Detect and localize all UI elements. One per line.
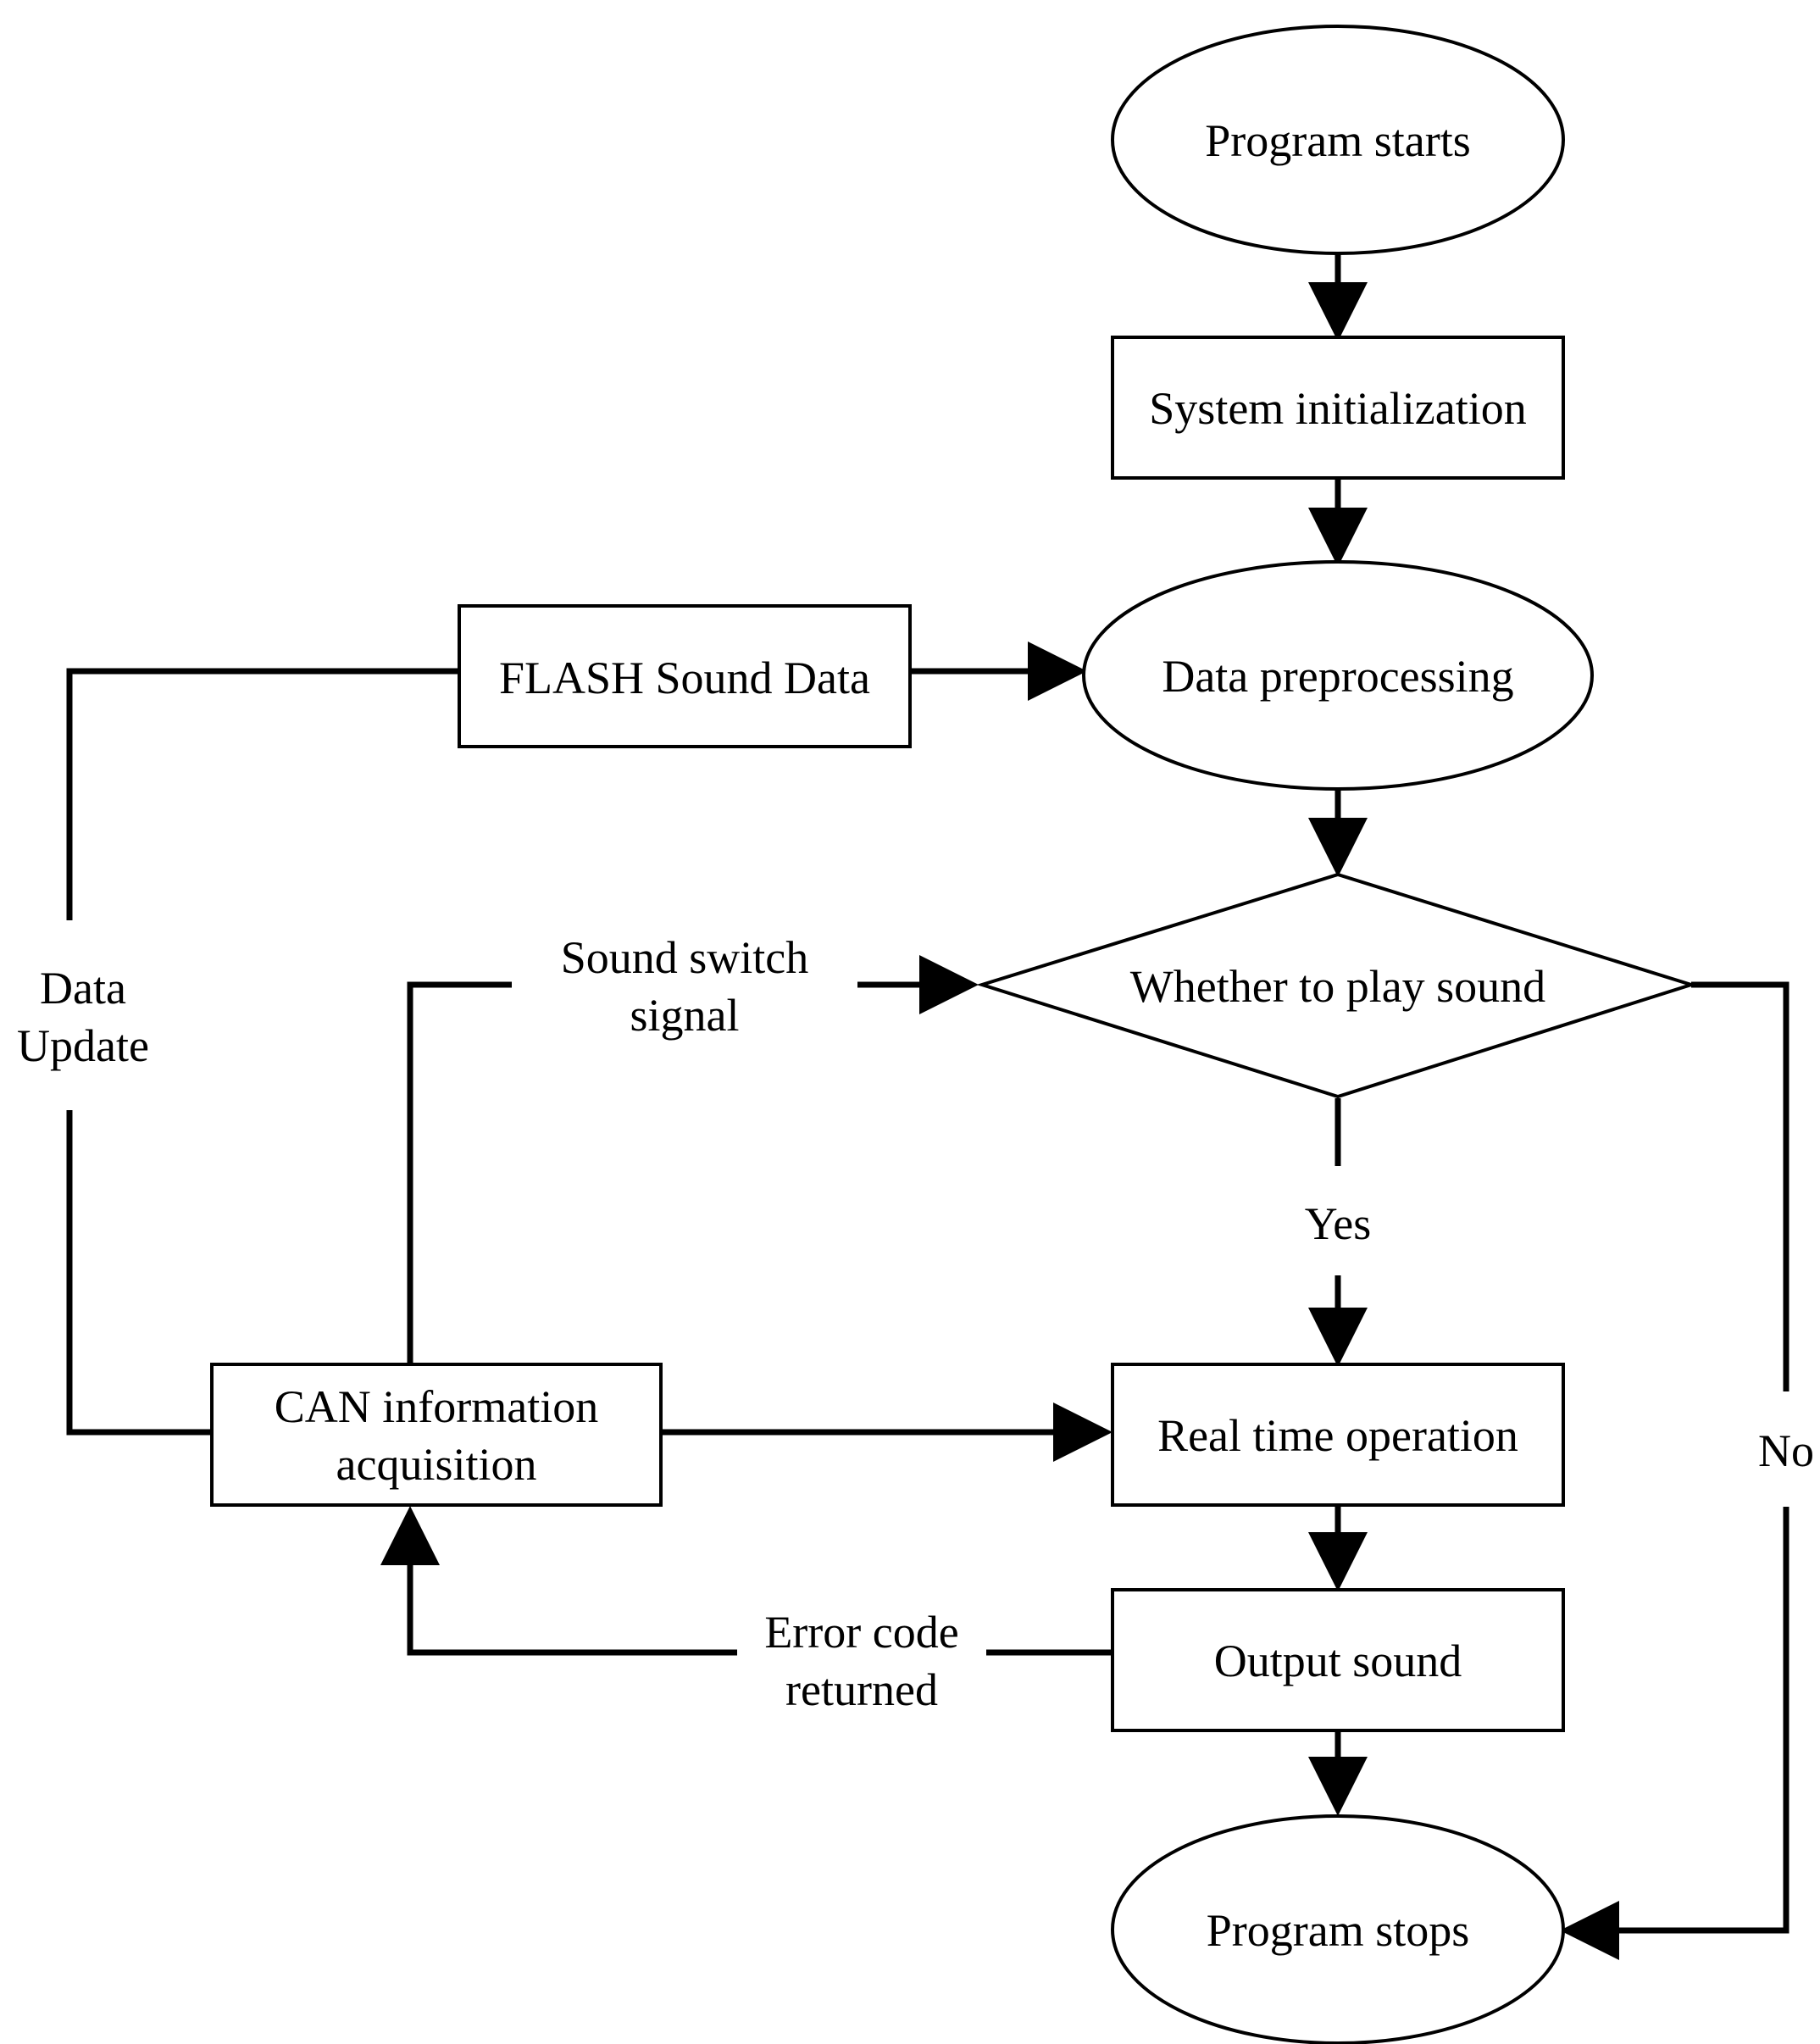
arrow-error-code-to-can xyxy=(380,1506,737,1656)
flash-sound-data-node: FLASH Sound Data xyxy=(458,604,912,748)
real-time-operation-node: Real time operation xyxy=(1111,1363,1565,1507)
edge-labels: Data Update Sound switch signal Yes No E… xyxy=(17,932,1814,1715)
sound-switch-label-line1: Sound switch xyxy=(561,932,809,983)
no-label: No xyxy=(1758,1425,1814,1476)
data-preprocessing-label: Data preprocessing xyxy=(1162,651,1513,702)
flash-sound-data-label: FLASH Sound Data xyxy=(499,653,870,703)
output-sound-node: Output sound xyxy=(1111,1588,1565,1732)
can-information-label-line1: CAN information xyxy=(275,1381,598,1432)
arrow-no-to-stops xyxy=(1560,1507,1789,1960)
line-can-to-data-update xyxy=(66,1110,212,1436)
error-code-label-line2: returned xyxy=(785,1664,938,1715)
program-stops-label: Program stops xyxy=(1207,1905,1470,1956)
output-sound-label: Output sound xyxy=(1214,1636,1462,1686)
data-update-label-line2: Update xyxy=(17,1020,149,1071)
sound-switch-label-line2: signal xyxy=(630,990,740,1041)
line-data-update-to-flash xyxy=(66,668,459,920)
can-information-node: CAN information acquisition xyxy=(210,1363,663,1507)
line-decision-to-no xyxy=(1691,981,1789,1391)
real-time-operation-label: Real time operation xyxy=(1157,1410,1518,1461)
system-initialization-label: System initialization xyxy=(1149,383,1526,434)
decision-node: Whether to play sound xyxy=(976,872,1697,1099)
error-code-label-line1: Error code xyxy=(764,1607,958,1658)
can-information-label-line2: acquisition xyxy=(336,1439,537,1490)
system-initialization-node: System initialization xyxy=(1111,336,1565,480)
program-starts-node: Program starts xyxy=(1111,25,1565,255)
program-starts-label: Program starts xyxy=(1205,115,1470,166)
line-can-to-sound-switch xyxy=(407,981,512,1364)
data-update-label-line1: Data xyxy=(40,963,126,1014)
program-stops-node: Program stops xyxy=(1111,1814,1565,2044)
yes-label: Yes xyxy=(1305,1198,1372,1249)
connectors xyxy=(66,253,1789,1960)
data-preprocessing-node: Data preprocessing xyxy=(1082,560,1594,791)
decision-label: Whether to play sound xyxy=(1130,961,1545,1012)
